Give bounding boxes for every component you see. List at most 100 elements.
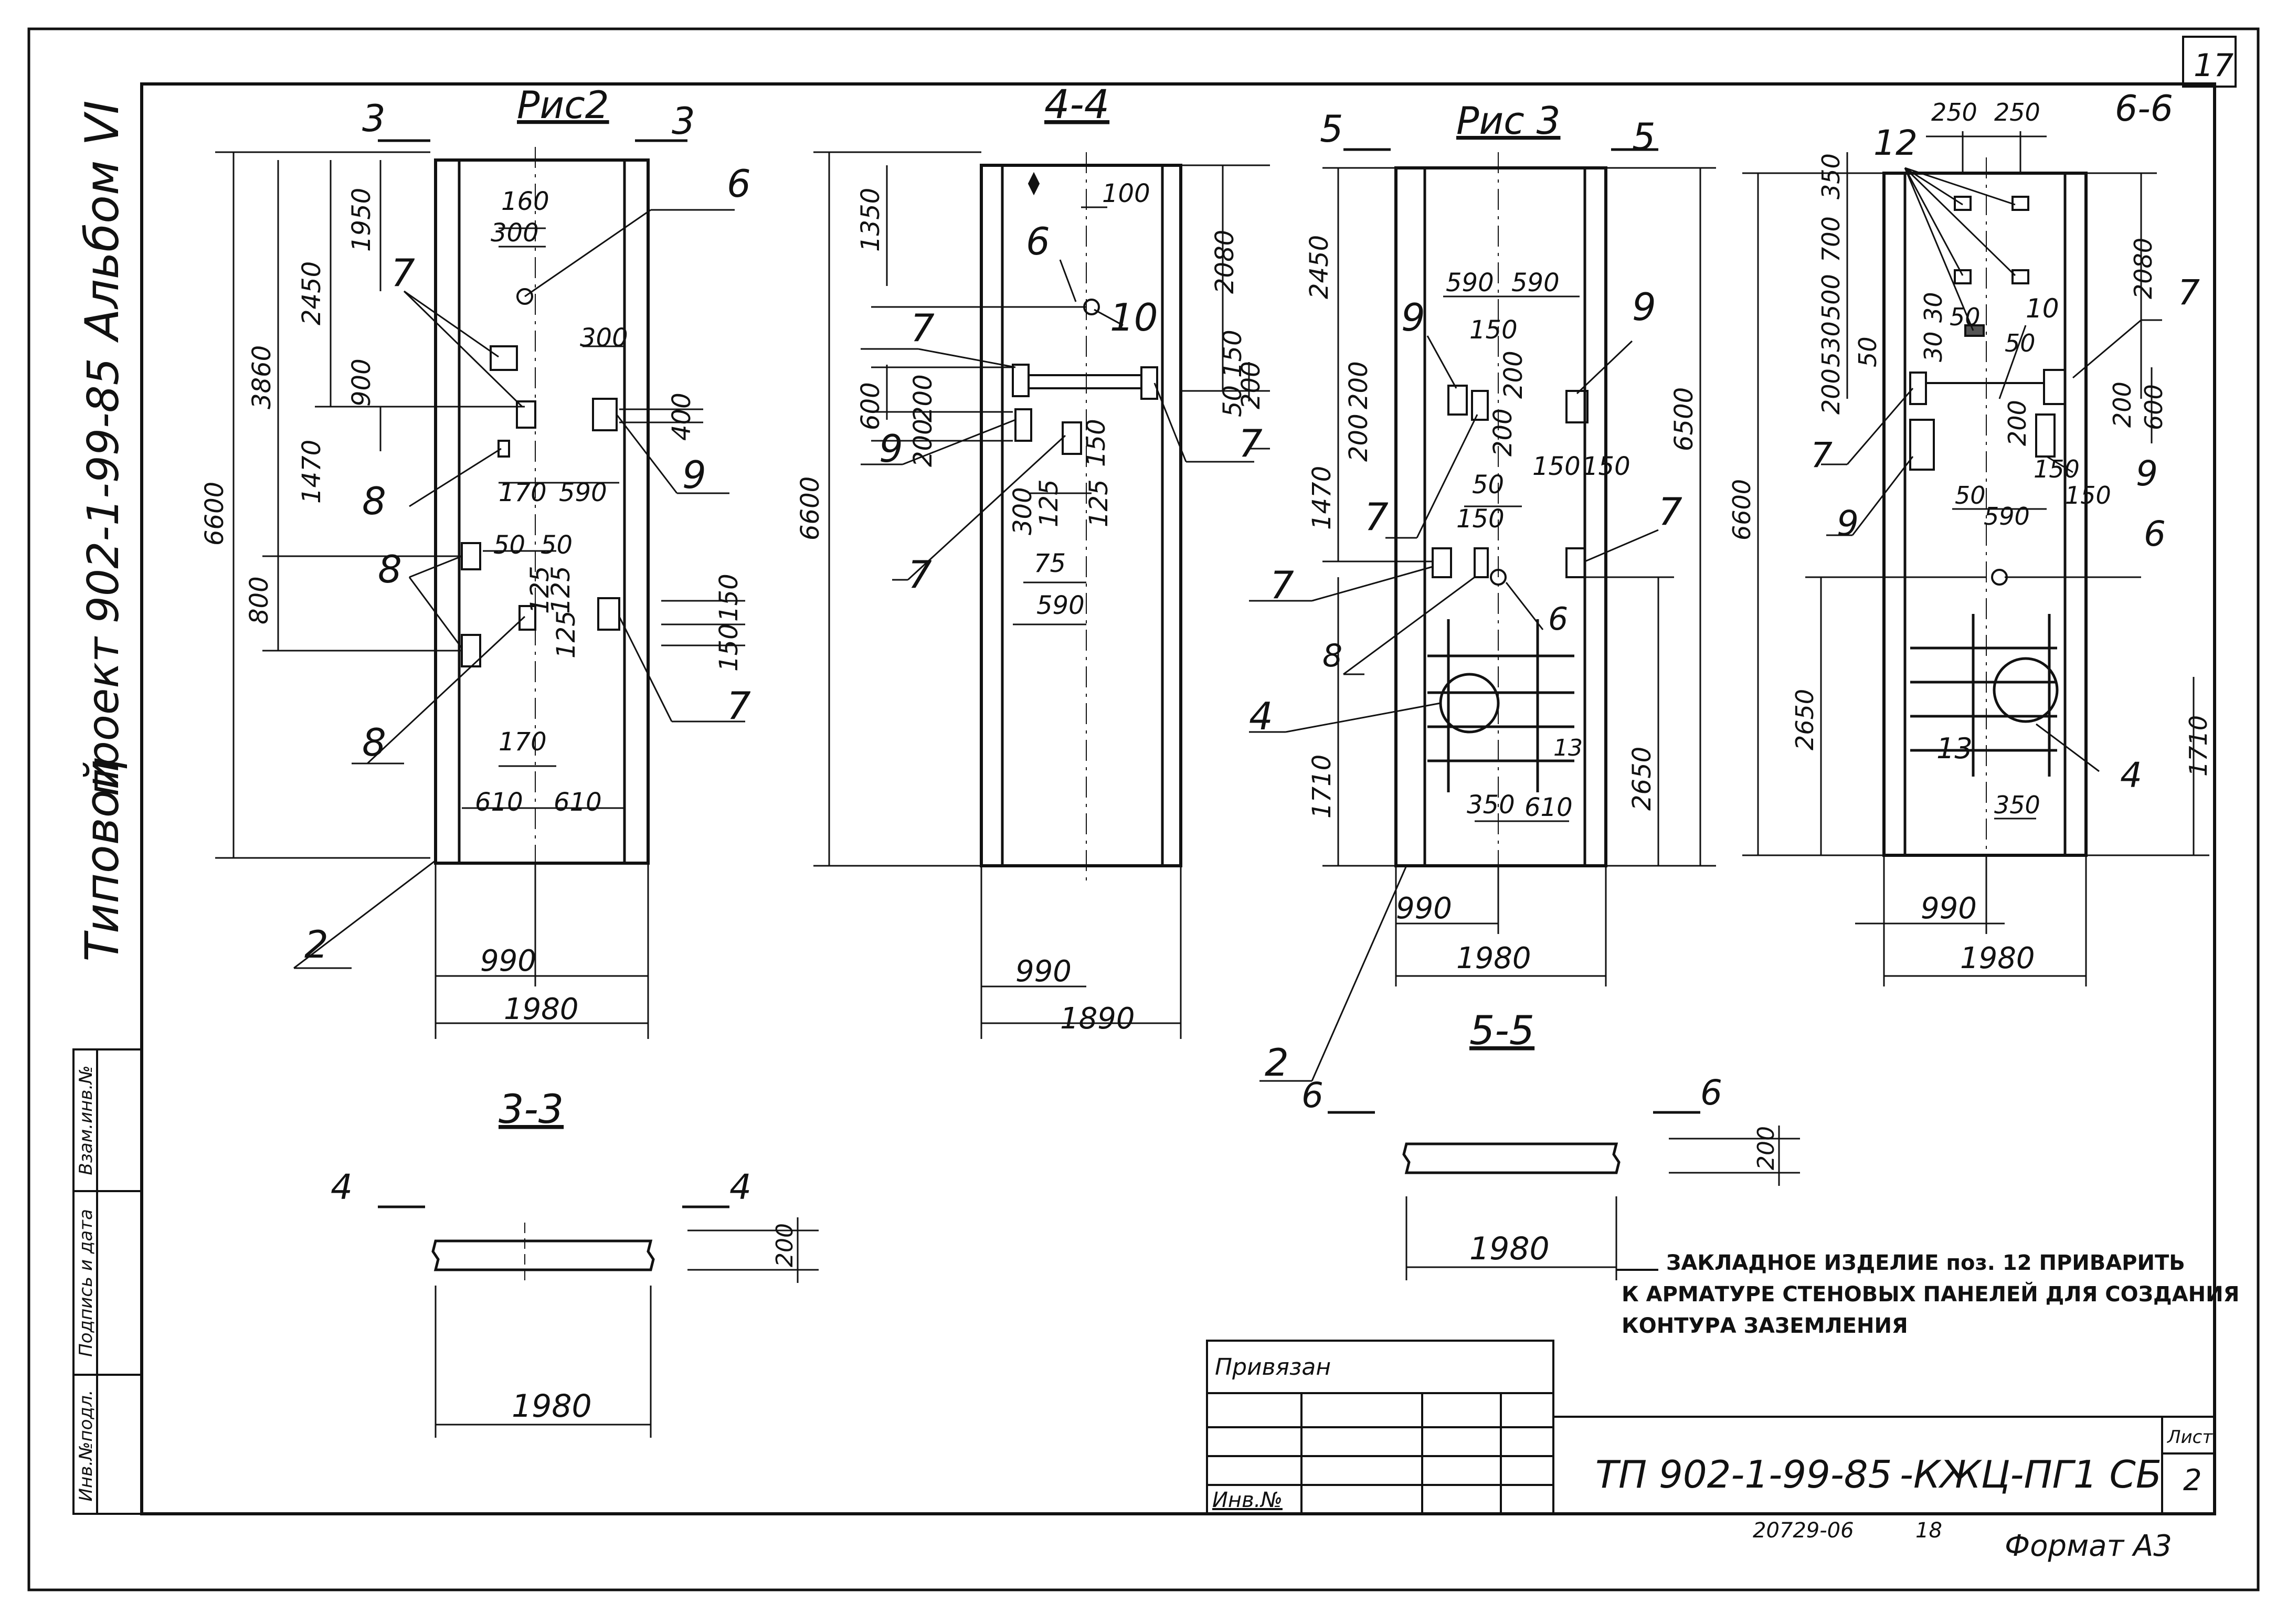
dim-200b: 200 [908, 419, 938, 467]
project-side-label: проект 902-1-99-85 [79, 358, 129, 797]
dim-1980: 1980 [1960, 941, 2035, 975]
s55-cut-right: 6 [1700, 1073, 1722, 1113]
side-stamp [72, 1048, 143, 1515]
label-8c: 8 [362, 720, 386, 765]
dim-400: 400 [667, 392, 696, 441]
s33-title: 3-3 [499, 1086, 564, 1132]
label-4: 4 [1249, 694, 1273, 738]
dim-150d: 150 [1456, 504, 1505, 534]
dim-200c: 200 [1236, 361, 1266, 409]
dim-1950: 1950 [347, 188, 376, 252]
dim-1470: 1470 [297, 440, 326, 504]
dim-600: 600 [2140, 384, 2168, 430]
label-12: 12 [1873, 123, 1918, 163]
dim-6600: 6600 [200, 482, 229, 546]
ris2-cut-right: 3 [672, 100, 695, 143]
dim-125b: 125 [552, 610, 581, 659]
dim-1470: 1470 [1307, 466, 1337, 530]
label-2: 2 [304, 922, 329, 967]
s55-dim-1980: 1980 [1469, 1230, 1550, 1267]
dim-125a: 125 [546, 566, 576, 614]
dim-200a: 200 [2108, 381, 2136, 428]
label-9a: 9 [2136, 453, 2158, 494]
view-ris3 [1249, 148, 1716, 1082]
ris2-cut-left: 3 [362, 97, 386, 140]
label-7a: 7 [391, 251, 415, 295]
s33-cut-left: 4 [331, 1167, 353, 1207]
dim-150a: 150 [1469, 315, 1518, 345]
dim-125a: 125 [1034, 479, 1064, 527]
inv-no-label: Инв.№ [1212, 1488, 1283, 1512]
note-line-2: К АРМАТУРЕ СТЕНОВЫХ ПАНЕЛЕЙ ДЛЯ СОЗДАНИЯ [1622, 1281, 2239, 1307]
s44-title: 4-4 [1044, 81, 1109, 128]
dim-990: 990 [480, 944, 536, 978]
label-9b: 9 [1837, 503, 1859, 544]
dim-2080: 2080 [2129, 238, 2157, 299]
dim-200a: 200 [1344, 361, 1373, 409]
dim-6500: 6500 [1669, 387, 1699, 451]
label-7a: 7 [2178, 272, 2200, 313]
dim-350: 350 [1467, 790, 1515, 820]
dim-590: 590 [559, 478, 607, 507]
s55-dim-200: 200 [1753, 1126, 1780, 1170]
s33-dim-1980: 1980 [512, 1388, 592, 1425]
dim-250b: 250 [1994, 98, 2040, 126]
s66-dimensions: 250 250 350 700 500 530 50 30 30 50 50 2… [1728, 98, 2212, 975]
dim-2450: 2450 [297, 261, 326, 325]
album-label: Альбом VI [75, 101, 129, 343]
s55-cut-left: 6 [1301, 1075, 1324, 1116]
label-7b: 7 [908, 553, 932, 597]
label-4: 4 [2120, 755, 2142, 795]
side-stamp-inv: Инв.№подл. [76, 1390, 97, 1502]
s33-cut-right: 4 [729, 1167, 751, 1207]
dim-150b: 150 [2065, 481, 2111, 510]
dim-200c: 200 [1488, 408, 1518, 457]
dim-990: 990 [1921, 891, 1977, 926]
dim-600: 600 [856, 382, 885, 430]
label-7c: 7 [1238, 421, 1263, 465]
dim-900: 900 [347, 358, 376, 407]
dim-50d: 50 [1955, 481, 1986, 510]
sheet-label: Лист [2166, 1427, 2213, 1448]
dim-50: 50 [1218, 385, 1247, 417]
dim-990: 990 [1396, 891, 1452, 926]
label-10: 10 [1110, 295, 1158, 339]
label-9a: 9 [1401, 295, 1425, 339]
dim-300b: 300 [580, 323, 628, 353]
s44-dimensions: 1350 100 2080 6600 600 200 200 150 50 20… [796, 179, 1266, 1036]
label-7a: 7 [1364, 495, 1389, 539]
dim-1710: 1710 [2184, 715, 2212, 777]
dim-50: 50 [1472, 470, 1504, 500]
dim-125c: 125 [525, 566, 555, 614]
dim-100: 100 [1102, 179, 1150, 208]
section-s55 [1328, 1111, 1800, 1280]
label-8a: 8 [362, 479, 386, 523]
dim-800: 800 [245, 576, 274, 624]
dim-50c: 50 [2005, 329, 2036, 357]
s66-labels: 12 10 7 7 9 9 6 13 4 [1810, 123, 2200, 795]
dim-50b: 50 [1950, 303, 1981, 331]
dim-2650: 2650 [1627, 747, 1657, 811]
label-8b: 8 [378, 547, 402, 591]
dim-75: 75 [1034, 549, 1066, 578]
dim-50a: 50 [1854, 336, 1882, 367]
dim-1890: 1890 [1060, 1002, 1135, 1036]
view-s44 [813, 151, 1270, 1039]
dim-200b: 200 [1817, 368, 1845, 415]
dim-1710: 1710 [1307, 755, 1337, 819]
ris3-cut-left: 5 [1320, 108, 1343, 151]
dim-150c: 150 [1582, 452, 1630, 481]
label-13: 13 [1936, 732, 1973, 765]
dim-350top: 350 [1817, 153, 1845, 199]
s33-dim-200: 200 [771, 1223, 798, 1267]
dim-150a: 150 [1218, 330, 1247, 378]
dim-610b: 610 [554, 788, 602, 817]
attached-label: Привязан [1215, 1354, 1331, 1381]
format-label: Формат А3 [2005, 1529, 2172, 1563]
label-6: 6 [2144, 514, 2166, 554]
dim-170b: 170 [499, 727, 547, 757]
dim-50a: 50 [493, 530, 525, 560]
doc-mark: -КЖЦ-ПГ1 СБ [1900, 1452, 2162, 1496]
dim-150a: 150 [714, 574, 744, 622]
page-number-top: 17 [2194, 47, 2233, 84]
